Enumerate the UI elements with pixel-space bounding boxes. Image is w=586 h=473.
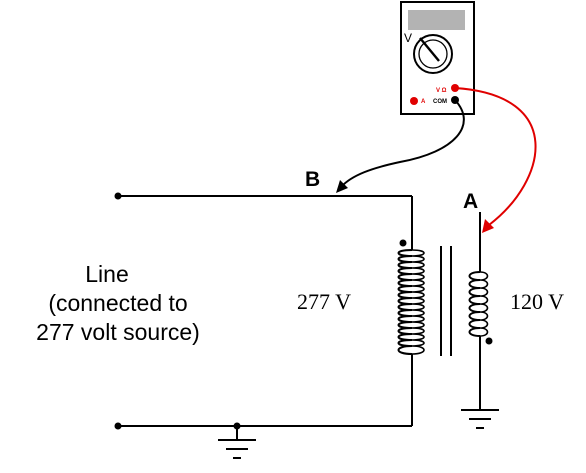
secondary-winding-coil [468,271,481,337]
jack-a-label: A [421,99,426,105]
primary-circuit [118,195,413,440]
line-terminal-bottom [114,422,122,430]
primary-winding-coil [397,249,413,355]
ground-symbol-secondary [461,409,499,429]
secondary-voltage-label: 120 V [510,289,564,314]
red-lead-arrowhead [482,219,494,233]
point-b-label: B [305,168,320,191]
transformer [397,212,493,410]
meter-display [408,10,465,30]
ground-symbol-primary [218,439,256,459]
black-test-lead[interactable] [340,99,465,188]
jack-v-ohm-label: V Ω [436,88,447,94]
point-a-label: A [463,190,478,213]
secondary-winding-loops [479,271,489,337]
red-test-lead[interactable] [454,87,537,226]
line-label-1: Line [85,261,128,287]
jack-com-label: COM [433,99,447,105]
primary-voltage-label: 277 V [297,289,351,314]
line-label-3: 277 volt source) [36,319,200,345]
test-leads [336,87,537,233]
meter-dial-inner [418,39,448,69]
jack-a[interactable] [410,97,418,105]
meter-needle [419,37,440,62]
primary-polarity-dot [399,239,407,247]
black-lead-arrowhead [336,180,348,193]
meter-mode-letter: V [404,31,412,45]
secondary-polarity-dot [485,337,493,345]
primary-winding-loops [411,249,425,355]
ground-junction-dot [233,422,241,430]
line-label-2: (connected to [48,290,187,316]
multimeter: V V Ω A COM [400,1,475,115]
line-terminal-top [114,192,122,200]
